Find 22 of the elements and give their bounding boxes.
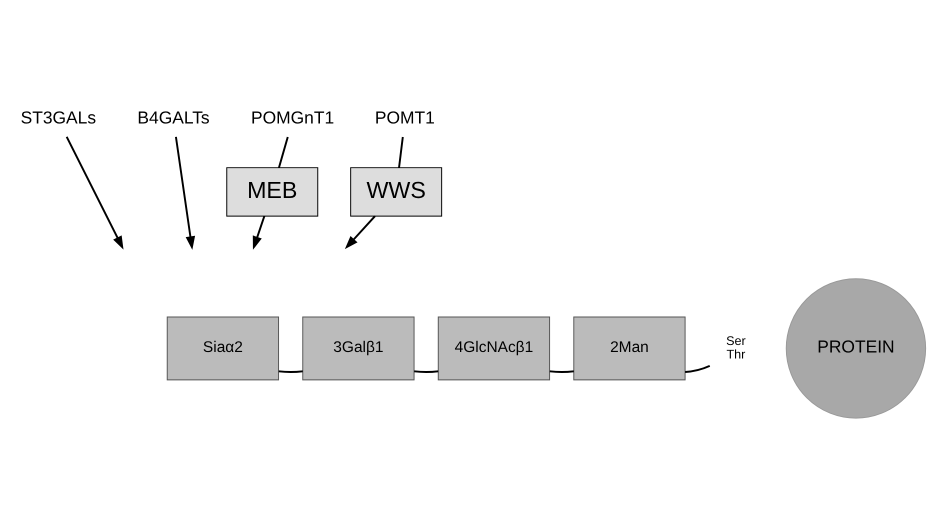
- node-box: 3Galβ1: [302, 316, 415, 380]
- connector: [278, 370, 303, 372]
- arrow: [344, 215, 376, 249]
- node-box: WWS: [350, 166, 442, 216]
- node-box: 2Man: [573, 316, 686, 380]
- connector: [398, 136, 404, 168]
- node-text: POMGnT1: [250, 107, 334, 128]
- node-box: 4GlcNAcβ1: [438, 316, 550, 380]
- node-box: MEB: [226, 166, 318, 216]
- node-text: B4GALTs: [137, 107, 210, 128]
- node-circle: PROTEIN: [786, 278, 926, 418]
- arrow: [66, 136, 124, 250]
- node-text: Ser Thr: [726, 333, 746, 361]
- connector: [414, 370, 438, 372]
- node-text: ST3GALs: [20, 107, 96, 128]
- connector: [550, 370, 574, 372]
- node-box: Siaα2: [166, 316, 280, 380]
- connector: [278, 136, 289, 168]
- node-text: POMT1: [374, 107, 435, 128]
- connector: [685, 364, 710, 372]
- arrow: [174, 136, 196, 250]
- arrow: [252, 215, 266, 250]
